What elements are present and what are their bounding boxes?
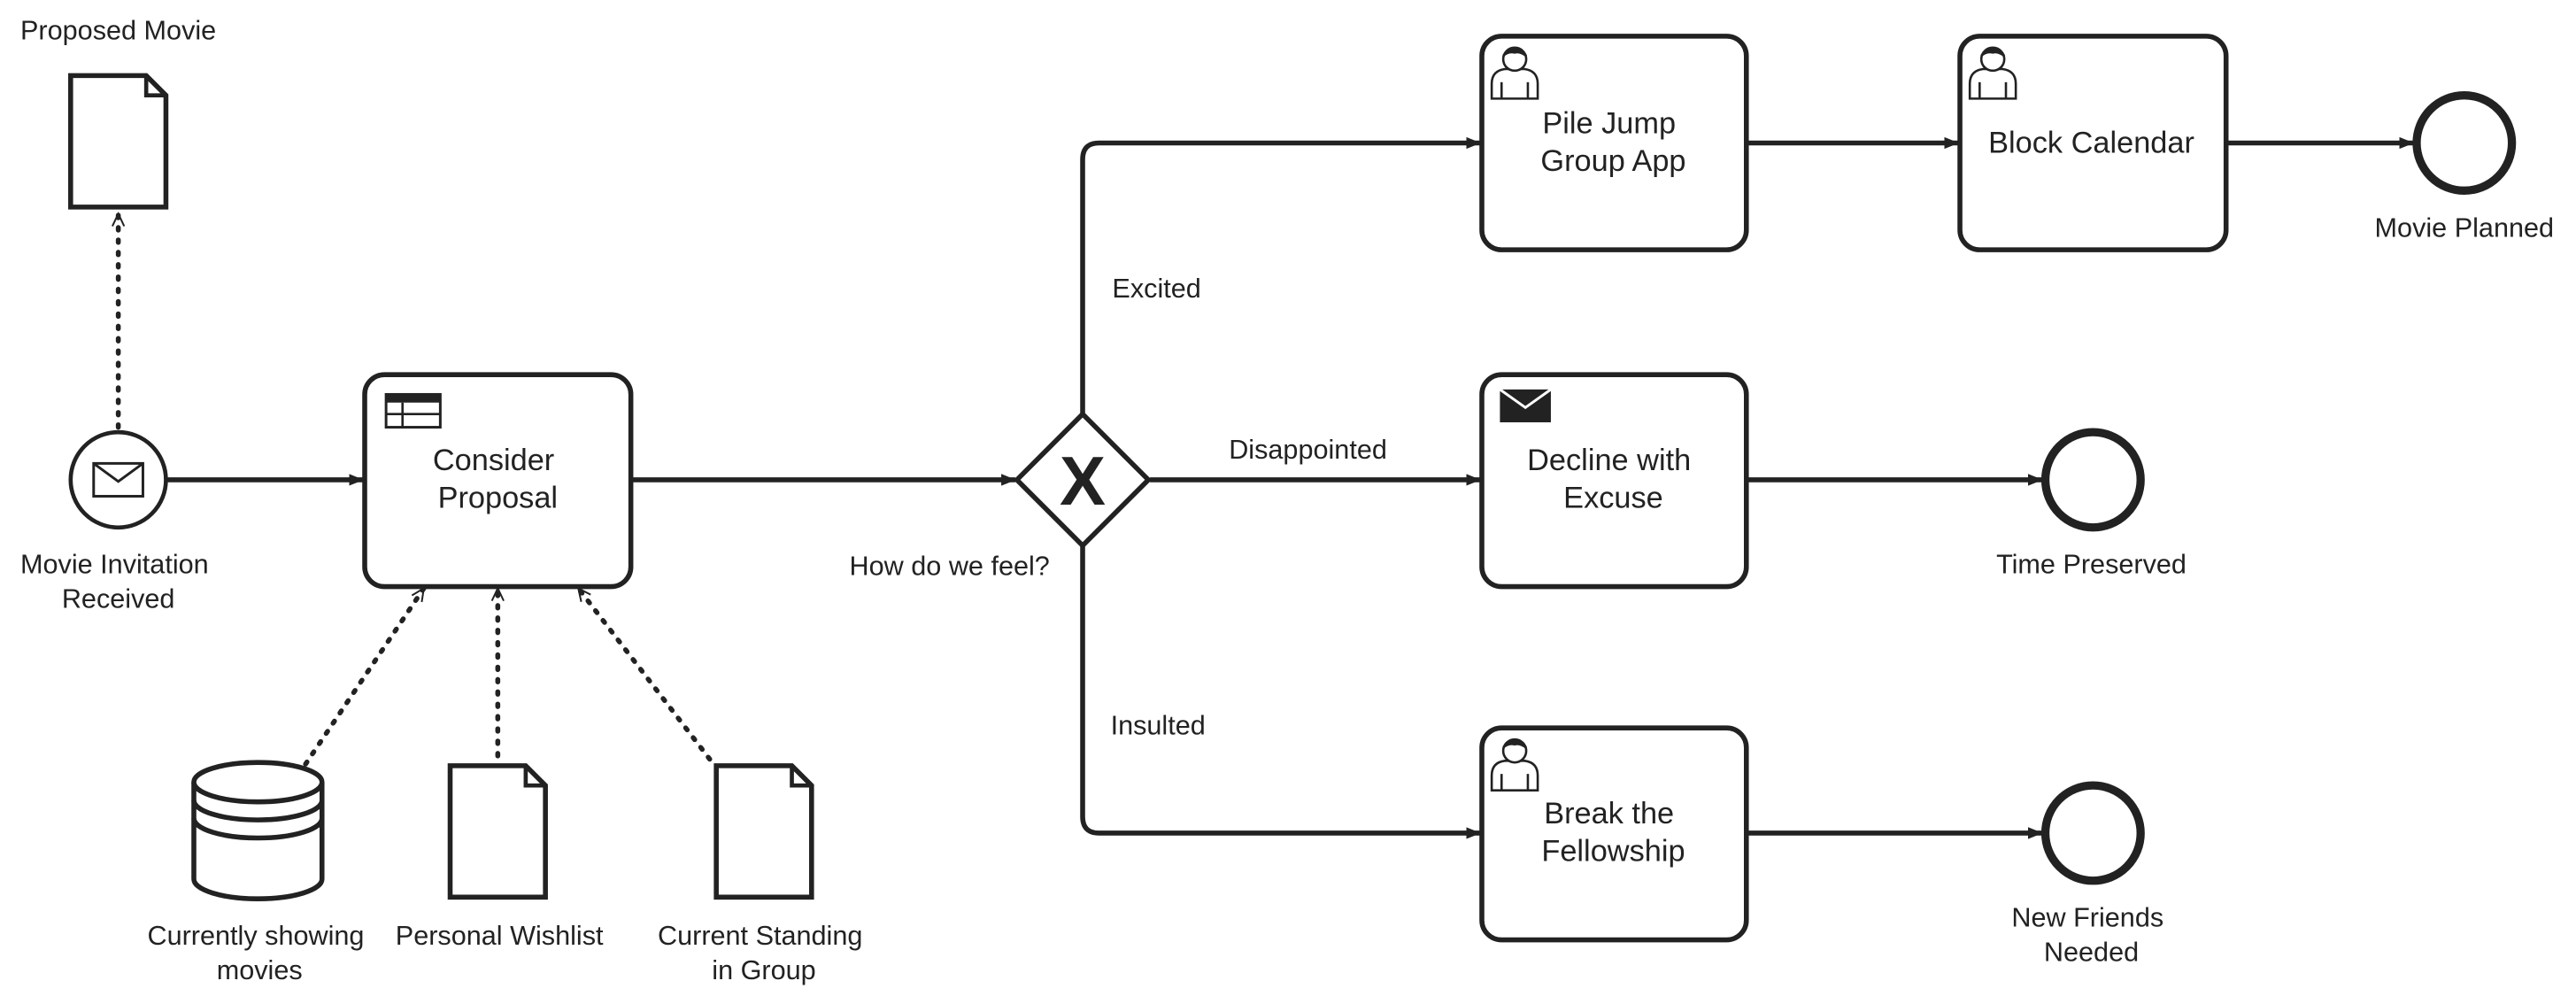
end-event-time-preserved[interactable]: Time Preserved xyxy=(1996,428,2187,580)
data-store-currently-showing[interactable]: Currently showing movies xyxy=(147,760,372,985)
envelope-icon xyxy=(92,461,144,498)
currently-showing-label: Currently showing movies xyxy=(147,921,372,985)
flow-excited[interactable] xyxy=(1080,136,1481,414)
flow-insulted[interactable] xyxy=(1080,545,1481,839)
current-standing-line2: in Group xyxy=(712,955,815,985)
send-envelope-icon xyxy=(1499,388,1552,422)
break-line1: Break the xyxy=(1544,797,1674,830)
current-standing-label: Current Standing in Group xyxy=(658,921,870,985)
task-box xyxy=(1479,372,1749,590)
end-event-movie-planned-label: Movie Planned xyxy=(2375,212,2555,243)
user-icon xyxy=(1968,46,2017,100)
task-box xyxy=(1957,34,2229,252)
end-event-new-friends-label: New Friends Needed xyxy=(2011,903,2171,968)
break-line2: Fellowship xyxy=(1541,835,1685,869)
start-event-label: Movie Invitation Received xyxy=(20,550,216,614)
pile-jump-line2: Group App xyxy=(1540,144,1685,178)
assoc-standing-to-consider[interactable] xyxy=(575,585,713,762)
gateway-x-icon: X xyxy=(1060,442,1106,520)
task-consider-proposal[interactable]: Consider Proposal xyxy=(362,372,634,590)
task-box xyxy=(1479,34,1749,252)
decline-line1: Decline with xyxy=(1527,444,1691,477)
new-friends-line2: Needed xyxy=(2044,938,2139,968)
database-icon xyxy=(191,760,325,901)
document-icon xyxy=(447,763,548,900)
break-label: Break the Fellowship xyxy=(1541,797,1685,869)
end-event-circle xyxy=(2040,781,2145,885)
document-fold xyxy=(523,765,546,788)
start-event-label-line1: Movie Invitation xyxy=(20,550,209,580)
consider-proposal-line2: Proposal xyxy=(438,481,559,514)
start-event-movie-invitation[interactable]: Movie Invitation Received xyxy=(20,429,216,614)
end-event-time-preserved-label: Time Preserved xyxy=(1996,550,2187,580)
exclusive-gateway[interactable]: X How do we feel? xyxy=(850,410,1153,582)
sequence-flows xyxy=(167,136,2415,839)
end-event-circle xyxy=(2412,91,2517,195)
decline-label: Decline with Excuse xyxy=(1527,444,1700,515)
start-event-label-line2: Received xyxy=(62,584,175,614)
end-event-movie-planned[interactable]: Movie Planned xyxy=(2375,91,2555,243)
currently-showing-line2: movies xyxy=(217,955,303,985)
pile-jump-line1: Pile Jump xyxy=(1542,106,1676,140)
current-standing-line1: Current Standing xyxy=(658,921,862,951)
gateway-label: How do we feel? xyxy=(850,552,1050,582)
task-box xyxy=(1479,725,1749,943)
new-friends-line1: New Friends xyxy=(2011,903,2163,933)
document-icon xyxy=(68,73,169,210)
document-fold xyxy=(790,765,812,788)
flow-label-excited: Excited xyxy=(1112,274,1200,304)
gateway-diamond xyxy=(1013,410,1153,550)
block-calendar-label: Block Calendar xyxy=(1988,127,2194,160)
personal-wishlist-label: Personal Wishlist xyxy=(396,921,604,951)
document-fold xyxy=(143,75,166,97)
task-pile-jump-group-app[interactable]: Pile Jump Group App xyxy=(1479,34,1749,252)
data-associations xyxy=(119,211,713,767)
document-icon xyxy=(713,763,814,900)
task-decline-with-excuse[interactable]: Decline with Excuse xyxy=(1479,372,1749,590)
task-block-calendar[interactable]: Block Calendar xyxy=(1957,34,2229,252)
data-object-personal-wishlist[interactable]: Personal Wishlist xyxy=(396,763,604,951)
consider-proposal-label: Consider Proposal xyxy=(433,444,563,515)
user-icon xyxy=(1490,46,1539,100)
flow-label-insulted: Insulted xyxy=(1111,711,1206,741)
end-event-new-friends[interactable]: New Friends Needed xyxy=(2011,781,2171,968)
proposed-movie-label: Proposed Movie xyxy=(20,16,216,46)
flow-label-disappointed: Disappointed xyxy=(1229,435,1387,465)
assoc-db-to-consider[interactable] xyxy=(303,585,427,767)
business-rule-icon xyxy=(384,392,442,429)
end-event-circle xyxy=(2040,428,2145,532)
data-object-proposed-movie[interactable]: Proposed Movie xyxy=(20,16,216,210)
task-break-the-fellowship[interactable]: Break the Fellowship xyxy=(1479,725,1749,943)
pile-jump-label: Pile Jump Group App xyxy=(1540,106,1685,178)
data-object-current-standing[interactable]: Current Standing in Group xyxy=(658,763,870,985)
consider-proposal-line1: Consider xyxy=(433,444,554,477)
currently-showing-line1: Currently showing xyxy=(147,921,364,951)
decline-line2: Excuse xyxy=(1563,481,1663,514)
user-icon xyxy=(1490,738,1539,792)
